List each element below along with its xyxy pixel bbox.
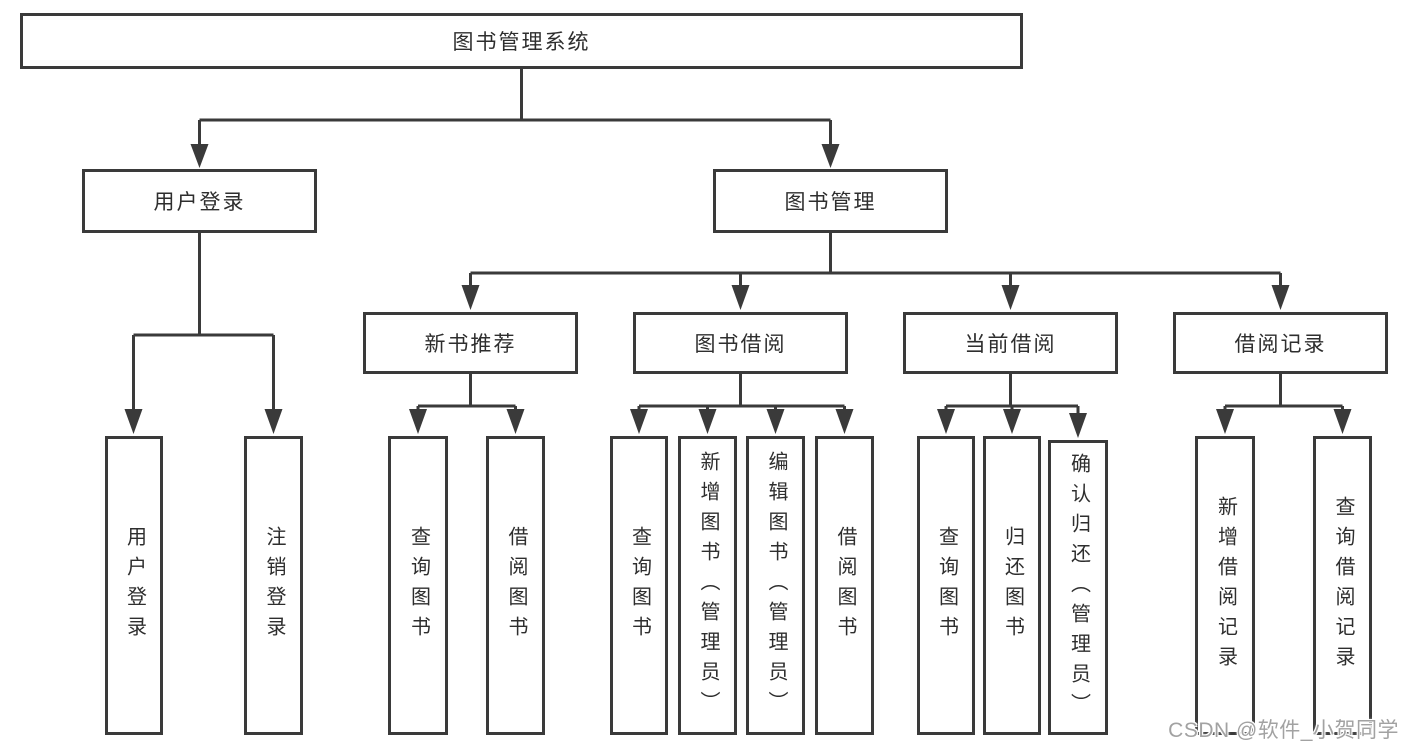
node-new-book-recommend-label: 新书推荐 (424, 333, 517, 356)
node-current-borrow: 当前借阅 (903, 312, 1118, 374)
edge-root-to-level2 (190, 69, 840, 168)
node-user-login: 用户登录 (82, 169, 317, 233)
leaf-return-books-label: 归还图书 (1001, 525, 1024, 646)
leaf-logout: 注销登录 (244, 436, 303, 735)
leaf-borrow-books-1: 借阅图书 (486, 436, 545, 735)
leaf-user-login-label: 用户登录 (123, 525, 146, 646)
edge-borrow-records-to-leaves (1216, 374, 1352, 434)
node-borrow-records: 借阅记录 (1173, 312, 1388, 374)
node-book-management-label: 图书管理 (784, 191, 877, 214)
leaf-query-borrow-record: 查询借阅记录 (1313, 436, 1372, 735)
leaf-add-borrow-record-label: 新增借阅记录 (1214, 495, 1237, 676)
leaf-return-books: 归还图书 (983, 436, 1041, 735)
leaf-add-borrow-record: 新增借阅记录 (1195, 436, 1255, 735)
leaf-query-books-2: 查询图书 (610, 436, 668, 735)
node-user-login-label: 用户登录 (153, 191, 246, 214)
edge-current-borrow-to-leaves (937, 374, 1087, 438)
leaf-query-books-2-label: 查询图书 (628, 525, 651, 646)
leaf-logout-label: 注销登录 (263, 525, 285, 646)
leaf-confirm-return-admin: 确认归还（管理员） (1048, 440, 1108, 735)
leaf-add-books-admin: 新增图书（管理员） (678, 436, 737, 735)
node-borrow-records-label: 借阅记录 (1234, 333, 1327, 356)
leaf-user-login: 用户登录 (105, 436, 163, 735)
leaf-borrow-books-2: 借阅图书 (815, 436, 874, 735)
edge-user-login-to-leaves (124, 233, 283, 434)
node-library-system-label: 图书管理系统 (452, 31, 591, 54)
edge-book-management-to-level3 (461, 233, 1290, 310)
leaf-query-books-1-label: 查询图书 (407, 525, 430, 646)
node-book-borrow-label: 图书借阅 (694, 333, 787, 356)
leaf-edit-books-admin: 编辑图书（管理员） (746, 436, 805, 735)
leaf-edit-books-admin-label: 编辑图书（管理员） (765, 450, 787, 721)
leaf-confirm-return-admin-label: 确认归还（管理员） (1067, 452, 1090, 723)
node-new-book-recommend: 新书推荐 (363, 312, 578, 374)
edge-book-borrow-to-leaves (630, 374, 854, 434)
node-book-borrow: 图书借阅 (633, 312, 848, 374)
node-book-management: 图书管理 (713, 169, 948, 233)
leaf-query-books-3-label: 查询图书 (935, 525, 958, 646)
leaf-borrow-books-1-label: 借阅图书 (505, 525, 527, 646)
edge-new-book-recommend-to-leaves (409, 374, 525, 434)
leaf-query-books-1: 查询图书 (388, 436, 448, 735)
node-library-system: 图书管理系统 (20, 13, 1023, 69)
leaf-borrow-books-2-label: 借阅图书 (834, 525, 856, 646)
leaf-add-books-admin-label: 新增图书（管理员） (697, 450, 719, 721)
leaf-query-borrow-record-label: 查询借阅记录 (1332, 495, 1354, 676)
csdn-watermark: CSDN @软件_小贺同学 (1168, 719, 1399, 742)
leaf-query-books-3: 查询图书 (917, 436, 975, 735)
node-current-borrow-label: 当前借阅 (964, 333, 1057, 356)
